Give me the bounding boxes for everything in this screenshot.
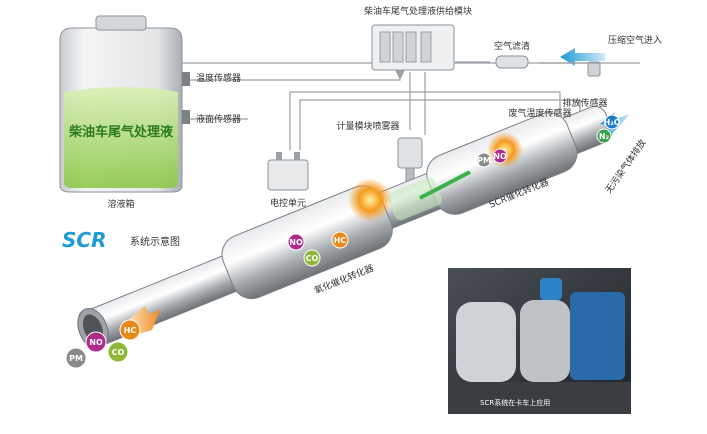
dosing-injector-label: 计量模块喷雾器 — [336, 120, 399, 132]
outlet-molecule-0 — [604, 114, 620, 130]
ecu — [267, 152, 309, 191]
inlet-molecule-0 — [65, 347, 87, 369]
ecu-label: 电控单元 — [270, 197, 306, 209]
air-filter — [495, 55, 529, 69]
inlet-molecule-label-3: CO — [112, 348, 125, 357]
level-sensor-label: 液面传感器 — [196, 113, 241, 125]
inlet-arrow — [128, 306, 160, 336]
oxidation-molecule-1 — [331, 231, 349, 249]
outlet-molecules: H₂O N₂ — [596, 114, 621, 144]
oxidation-molecule-0 — [287, 233, 305, 251]
scr-molecule-1 — [492, 148, 508, 164]
system-diagram-label: 系统示意图 — [130, 235, 180, 248]
solution-tank — [59, 15, 190, 193]
supply-module-label: 柴油车尾气处理液供给模块 — [364, 5, 472, 17]
inlet-molecule-1 — [85, 331, 107, 353]
tank-label: 溶液箱 — [107, 198, 134, 210]
supply-module — [371, 24, 455, 80]
compressed-air-arrow — [540, 48, 640, 77]
photo-caption: SCR系统在卡车上应用 — [480, 398, 550, 407]
oxidation-molecule-label-1: HC — [334, 236, 347, 245]
air-filter-label: 空气滤清 — [494, 40, 530, 52]
temp-sensor-label: 温度传感器 — [196, 72, 241, 84]
exhaust-temp-sensor-label: 废气温度传感器 — [508, 107, 571, 119]
scr-molecule-label-0: PM — [477, 156, 491, 165]
emission-sensor-label: 排放传感器 — [562, 97, 607, 109]
outlet-molecule-1 — [596, 128, 612, 144]
inlet-molecule-3 — [107, 341, 129, 363]
tank-liquid-label: 柴油车尾气处理液 — [68, 124, 173, 140]
scr-molecule-0 — [476, 152, 492, 168]
inlet-molecule-label-0: PM — [69, 354, 83, 363]
outlet-molecule-label-1: N₂ — [599, 132, 610, 141]
oxidation-molecules: NO HC CO — [287, 231, 349, 267]
inlet-molecules: PM NO HC CO — [65, 319, 141, 369]
oxidation-molecule-label-0: NO — [289, 238, 303, 247]
inlet-molecule-label-1: NO — [89, 338, 103, 347]
scr-logo: SCR — [62, 228, 106, 252]
oxidation-molecule-2 — [303, 249, 321, 267]
compressed-air-label: 压缩空气进入 — [608, 34, 662, 46]
oxidation-molecule-label-2: CO — [306, 254, 319, 263]
scr-molecule-label-1: NO — [493, 152, 507, 161]
truck-photo — [448, 268, 631, 414]
outlet-molecule-label-0: H₂O — [604, 118, 621, 127]
inlet-molecule-2 — [119, 319, 141, 341]
inlet-molecule-label-2: HC — [124, 326, 137, 335]
clean-emission-label: 无污染气体排放 — [603, 137, 649, 196]
